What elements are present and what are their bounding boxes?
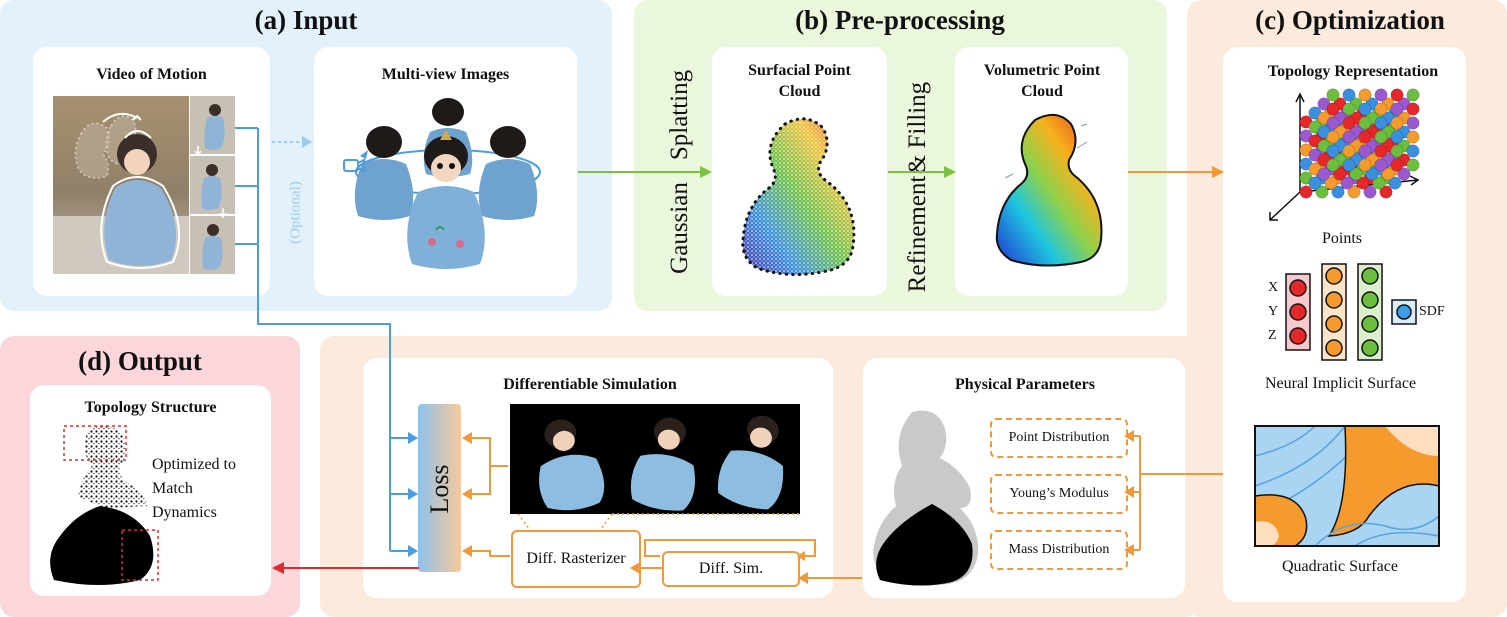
lattice-point <box>1390 116 1404 130</box>
video-frames <box>53 96 235 274</box>
lattice-point <box>1317 167 1331 181</box>
lattice-point <box>1406 158 1420 172</box>
lattice-point <box>1324 176 1338 190</box>
lattice-point <box>1326 102 1340 116</box>
video-card-title: Video of Motion <box>96 66 207 83</box>
lattice-point <box>1390 158 1404 172</box>
lattice-point <box>1374 158 1388 172</box>
loss-block <box>418 404 461 572</box>
lattice-point <box>1390 102 1404 116</box>
lattice-point <box>1308 176 1322 190</box>
lattice-point <box>1340 176 1354 190</box>
neural-network <box>1285 263 1417 361</box>
topology-card-title: Topology Representation <box>1267 63 1439 80</box>
lattice-point <box>1333 167 1347 181</box>
lattice-point <box>1358 130 1372 144</box>
lattice-point <box>1315 185 1329 199</box>
lattice-point <box>1326 158 1340 172</box>
optimized-text: Optimized to Match Dynamics <box>152 456 236 521</box>
lattice-point <box>1406 88 1420 102</box>
output-panel-title: (d) Output <box>78 346 202 376</box>
lattice-point <box>1363 185 1377 199</box>
lattice-point <box>1381 167 1395 181</box>
input-z-label: Z <box>1268 328 1277 343</box>
lattice-point <box>1365 167 1379 181</box>
lattice-point <box>1342 144 1356 158</box>
simulation-frames <box>510 404 800 514</box>
surfacial-card-title: Surfacial Point Cloud <box>748 62 851 100</box>
sdf-label: SDF <box>1419 304 1445 319</box>
lattice-point <box>1342 88 1356 102</box>
lattice-point <box>1349 167 1363 181</box>
lattice-point <box>1326 116 1340 130</box>
sim-box: Diff. Sim. <box>662 551 800 587</box>
volumetric-card-title: Volumetric Point Cloud <box>983 62 1101 100</box>
multiview-images <box>343 98 541 269</box>
lattice-point <box>1390 88 1404 102</box>
camera-icon <box>343 158 365 173</box>
input-y-label: Y <box>1268 304 1279 319</box>
output-topology <box>50 425 159 585</box>
lattice-point <box>1374 116 1388 130</box>
lattice-point <box>1372 176 1386 190</box>
multiview-card-title: Multi-view Images <box>381 66 510 83</box>
lattice-point <box>1331 185 1345 199</box>
lattice-point <box>1342 116 1356 130</box>
lattice-point <box>1374 130 1388 144</box>
lattice-point <box>1356 176 1370 190</box>
simulation-card-title: Differentiable Simulation <box>503 376 677 393</box>
volumetric-point-cloud <box>995 113 1103 267</box>
lattice-point <box>1299 185 1313 199</box>
lattice-point <box>1342 158 1356 172</box>
optimization-panel-title: (c) Optimization <box>1255 5 1445 35</box>
rasterizer-box: Diff. Rasterizer <box>511 530 641 588</box>
lattice-point <box>1342 130 1356 144</box>
lattice-point <box>1390 144 1404 158</box>
lattice-point <box>1406 130 1420 144</box>
preprocessing-panel-title: (b) Pre-processing <box>795 5 1005 35</box>
lattice-point <box>1390 130 1404 144</box>
quadratic-label: Quadratic Surface <box>1282 558 1398 575</box>
lattice-point <box>1374 144 1388 158</box>
lattice-point <box>1406 102 1420 116</box>
lattice-point <box>1358 88 1372 102</box>
points-lattice <box>1269 88 1420 221</box>
lattice-point <box>1326 88 1340 102</box>
param-point-distribution: Point Distribution <box>990 418 1128 458</box>
param-youngs-modulus: Young’s Modulus <box>990 474 1128 514</box>
physical-card-title: Physical Parameters <box>955 376 1095 393</box>
lattice-point <box>1406 144 1420 158</box>
lattice-point <box>1347 185 1361 199</box>
physical-point-cloud <box>873 410 979 586</box>
quadratic-surface <box>1254 425 1440 547</box>
param-mass-distribution: Mass Distribution <box>990 530 1128 570</box>
lattice-point <box>1326 144 1340 158</box>
lattice-point <box>1374 88 1388 102</box>
lattice-point <box>1379 185 1393 199</box>
lattice-point <box>1358 158 1372 172</box>
lattice-point <box>1406 116 1420 130</box>
lattice-point <box>1342 102 1356 116</box>
lattice-point <box>1326 130 1340 144</box>
nis-label: Neural Implicit Surface <box>1265 375 1417 392</box>
lattice-point <box>1358 102 1372 116</box>
lattice-point <box>1388 176 1402 190</box>
lattice-point <box>1358 144 1372 158</box>
input-panel-title: (a) Input <box>254 5 358 35</box>
surfacial-point-cloud <box>741 117 856 277</box>
lattice-point <box>1358 116 1372 130</box>
lattice-point <box>1397 167 1411 181</box>
lattice-point <box>1374 102 1388 116</box>
output-card-title: Topology Structure <box>84 399 217 416</box>
input-x-label: X <box>1268 280 1279 295</box>
points-label: Points <box>1322 230 1363 247</box>
